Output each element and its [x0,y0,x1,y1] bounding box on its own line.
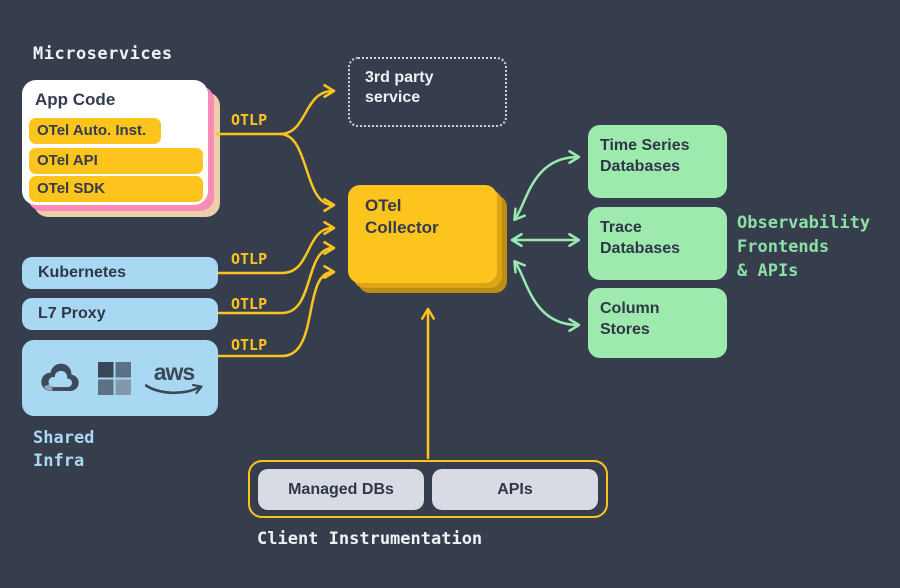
microservices-label: Microservices [33,44,173,64]
shared-infra-caption: Shared Infra [33,427,94,473]
pill-otel-sdk: OTel SDK [29,176,203,202]
pill-otel-api: OTel API [29,148,203,174]
observability-frontends-caption: Observability Frontends & APIs [737,211,870,283]
shared-infra-caption-line1: Shared [33,428,95,448]
microsoft-icon [97,361,131,395]
observability-line1: Observability [737,213,871,233]
aws-smile-icon [145,383,203,394]
trace-line1: Trace [600,219,642,236]
aws-label: aws [153,358,195,385]
column-line1: Column [600,300,660,317]
time-series-databases-box: Time Series Databases [588,125,727,198]
l7-proxy-label: L7 Proxy [38,305,106,322]
column-line2: Stores [600,321,650,338]
observability-line3: & APIs [737,261,799,281]
apis-pill: APIs [432,469,598,510]
otlp-arrow-appcode-thirdparty [278,84,336,136]
client-instrumentation-container: Managed DBs APIs [248,460,608,518]
trace-databases-box: Trace Databases [588,207,727,280]
pill-otel-auto-inst: OTel Auto. Inst. [29,118,161,144]
third-party-line1: 3rd party [365,69,434,86]
otlp-label-1: OTLP [231,111,268,129]
otel-collector-box: OTel Collector [348,185,497,283]
appcode-card: App Code OTel Auto. Inst. OTel API OTel … [22,80,208,205]
third-party-service-box: 3rd party service [348,57,507,127]
google-cloud-icon [41,363,79,391]
observability-line2: Frontends [737,237,830,257]
managed-dbs-pill: Managed DBs [258,469,424,510]
appcode-title: App Code [35,90,116,109]
collector-line1: OTel [365,196,402,215]
arrow-collector-columnstores [513,259,581,332]
otlp-label-4: OTLP [231,336,268,354]
kubernetes-box: Kubernetes [22,257,218,289]
shared-infra-box: aws [22,340,218,416]
arrow-collector-timeseries [513,150,581,222]
otlp-label-3: OTLP [231,295,268,313]
client-instrumentation-caption: Client Instrumentation [257,529,483,549]
otlp-arrow-appcode-collector [278,132,336,212]
tsdb-line2: Databases [600,158,681,175]
l7-proxy-box: L7 Proxy [22,298,218,330]
third-party-line2: service [365,89,421,106]
otlp-label-2: OTLP [231,250,268,268]
aws-icon: aws [145,358,203,396]
kubernetes-label: Kubernetes [38,264,127,281]
trace-line2: Databases [600,240,681,257]
collector-line2: Collector [365,218,439,237]
shared-infra-caption-line2: Infra [33,451,85,471]
tsdb-line1: Time Series [600,137,690,154]
column-stores-box: Column Stores [588,288,727,358]
